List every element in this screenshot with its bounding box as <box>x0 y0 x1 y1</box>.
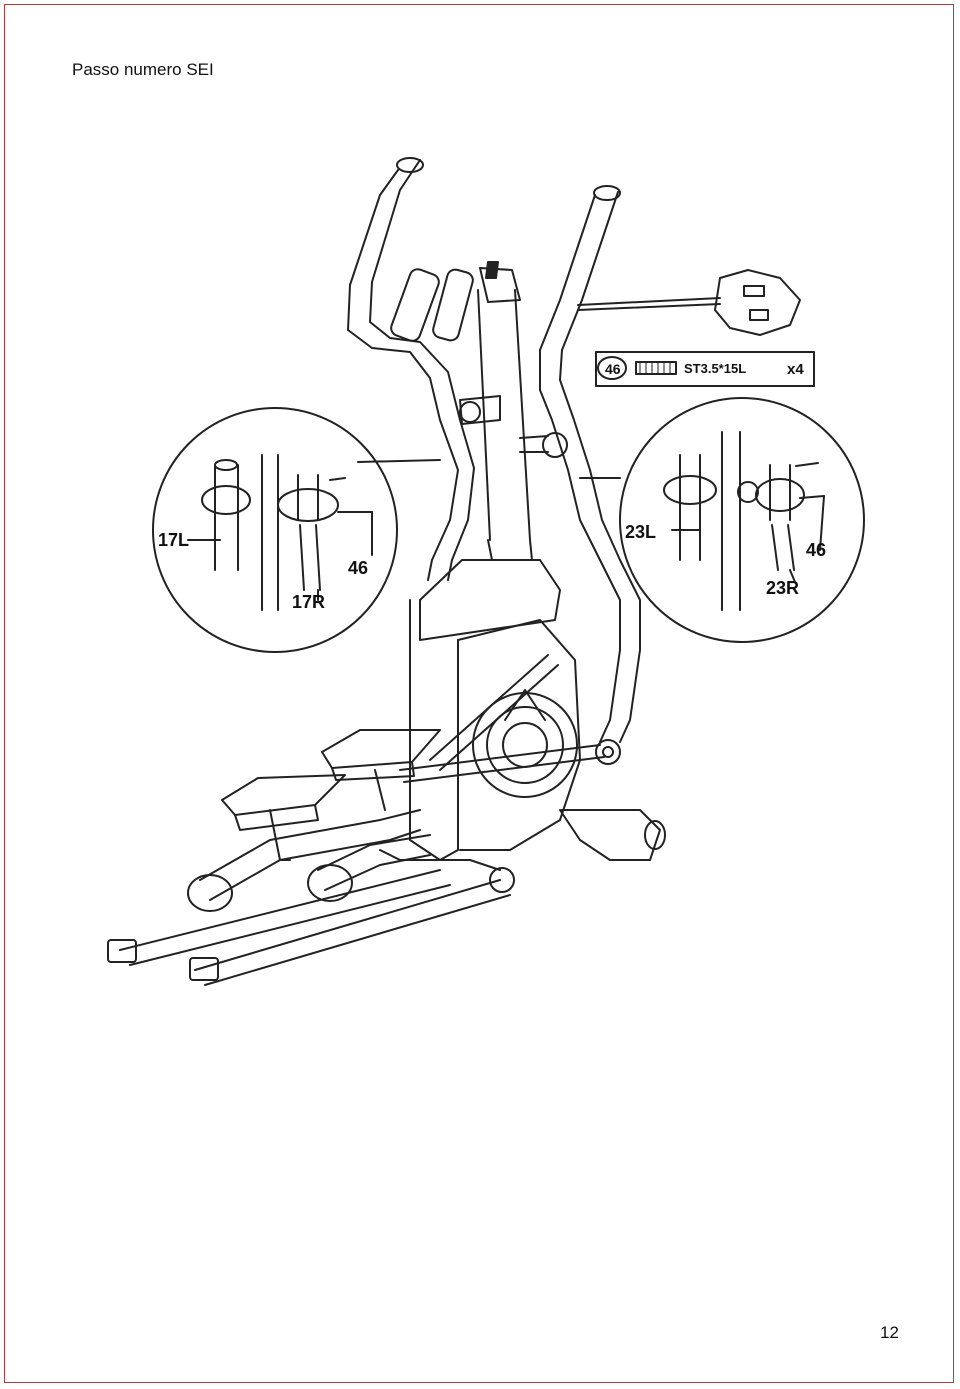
pedal-arms <box>187 809 431 912</box>
right-handlebar <box>539 185 641 743</box>
page-number: 12 <box>880 1323 899 1342</box>
label-17l: 17L <box>158 530 189 550</box>
label-23r: 23R <box>766 578 799 598</box>
page-border <box>4 4 954 1383</box>
left-handlebar <box>347 157 475 581</box>
flywheel-housing <box>409 559 581 861</box>
right-detail-bubble <box>579 397 865 643</box>
console-mast <box>390 261 568 561</box>
pedals <box>221 729 441 861</box>
left-detail-bubble <box>152 407 441 653</box>
parts-box-part-no: 46 <box>605 361 621 377</box>
parts-box-qty: x4 <box>787 361 804 378</box>
base-frame <box>107 809 666 986</box>
label-46-right: 46 <box>806 540 826 560</box>
label-46-left: 46 <box>348 558 368 578</box>
parts-box-spec: ST3.5*15L <box>684 361 746 376</box>
link-rod <box>399 654 621 783</box>
wrench-icon <box>577 269 801 336</box>
parts-box <box>595 351 815 387</box>
page-title: Passo numero SEI <box>72 60 214 79</box>
label-17r: 17R <box>292 592 325 612</box>
label-23l: 23L <box>625 522 656 542</box>
